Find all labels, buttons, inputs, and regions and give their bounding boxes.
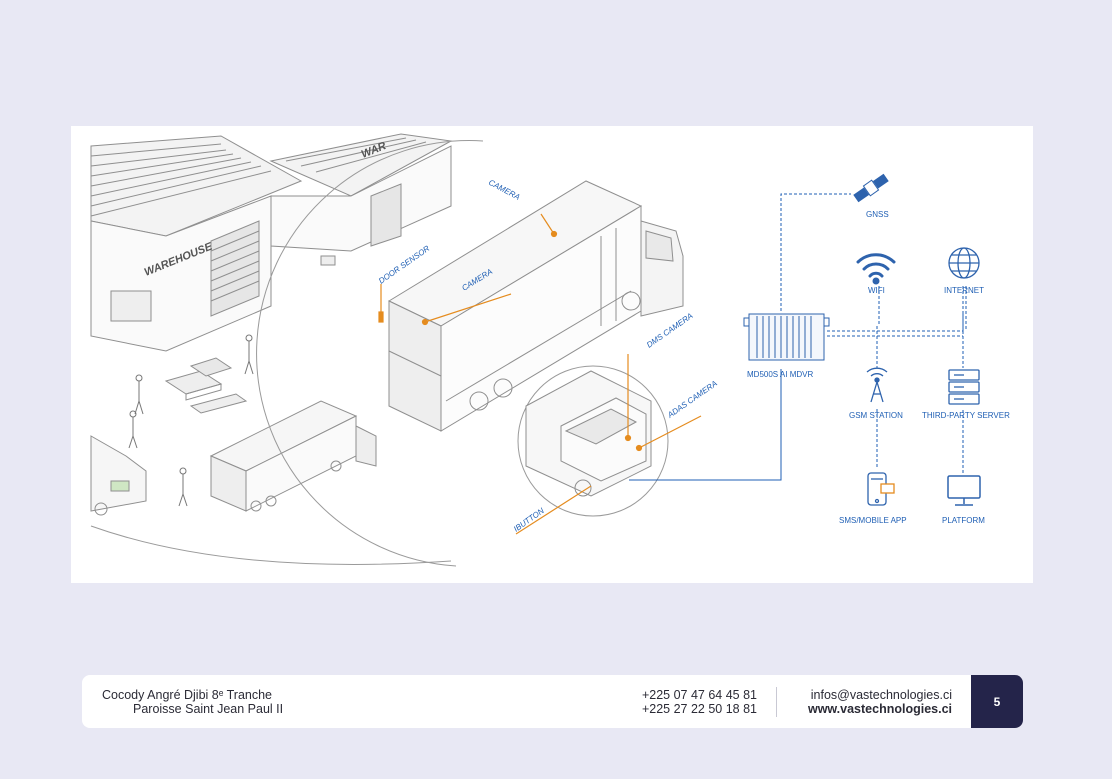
label-gsm-station: GSM STATION [849,411,903,420]
label-adas-camera: ADAS CAMERA [665,379,719,420]
mobile-phone-icon [867,472,895,506]
wifi-icon [856,253,896,285]
connection-lines [780,193,967,473]
footer-address: Cocody Angré Djibi 8ᵉ Tranche Paroisse S… [102,688,283,716]
truck-small [209,400,377,512]
pallets [164,255,336,414]
internet-globe-icon [948,247,980,279]
mdvr-to-truck-line [629,369,782,481]
server-icon [948,369,980,405]
footer-contact: infos@vastechnologies.ci www.vastechnolo… [790,688,952,716]
label-internet: INTERNET [944,286,984,295]
label-door-sensor: DOOR SENSOR [377,244,432,286]
label-camera-top: CAMERA [487,178,521,202]
phone-1[interactable]: +225 07 47 64 45 81 [641,688,757,702]
callout-lines [378,213,702,535]
label-dms-camera: DMS CAMERA [645,311,695,349]
gsm-tower-icon [866,367,888,403]
label-ibutton: IBUTTON [512,506,546,534]
door-sensor-marker [378,311,384,323]
cab-zoom-circle [517,365,669,517]
truck-left [90,435,147,516]
warehouse-scene [90,133,453,565]
warehouse-left [90,135,303,352]
dms-camera-marker [624,434,632,442]
adas-camera-marker [635,444,643,452]
label-wifi: WIFI [868,286,885,295]
platform-monitor-icon [947,475,981,506]
page-footer: Cocody Angré Djibi 8ᵉ Tranche Paroisse S… [82,675,1023,728]
footer-separator [776,687,777,717]
address-line-2: Paroisse Saint Jean Paul II [133,702,284,716]
truck-zoom-circle [256,140,684,567]
label-gnss: GNSS [866,210,889,219]
label-third-party-server: THIRD-PARTY SERVER [922,411,1010,420]
diagram-panel: DOOR SENSOR CAMERA CAMERA DMS CAMERA ADA… [71,126,1033,583]
system-diagram: DOOR SENSOR CAMERA CAMERA DMS CAMERA ADA… [90,133,1010,567]
address-line-1: Cocody Angré Djibi 8ᵉ Tranche [102,688,273,702]
label-mdvr: MD500S AI MDVR [747,370,813,379]
gnss-satellite-icon [853,173,889,203]
email-link[interactable]: infos@vastechnologies.ci [810,688,952,702]
phone-2[interactable]: +225 27 22 50 18 81 [641,702,757,716]
footer-phones: +225 07 47 64 45 81 +225 27 22 50 18 81 [627,688,757,716]
label-platform: PLATFORM [942,516,985,525]
website-link[interactable]: www.vastechnologies.ci [807,702,952,716]
page-number-badge: 5 [971,675,1023,728]
mdvr-device-icon [743,313,830,361]
workers [128,334,254,507]
camera-top-marker [550,230,558,238]
camera-inner-marker [421,318,429,326]
warehouse-right [269,133,453,252]
label-sms-mobile-app: SMS/MOBILE APP [839,516,907,525]
